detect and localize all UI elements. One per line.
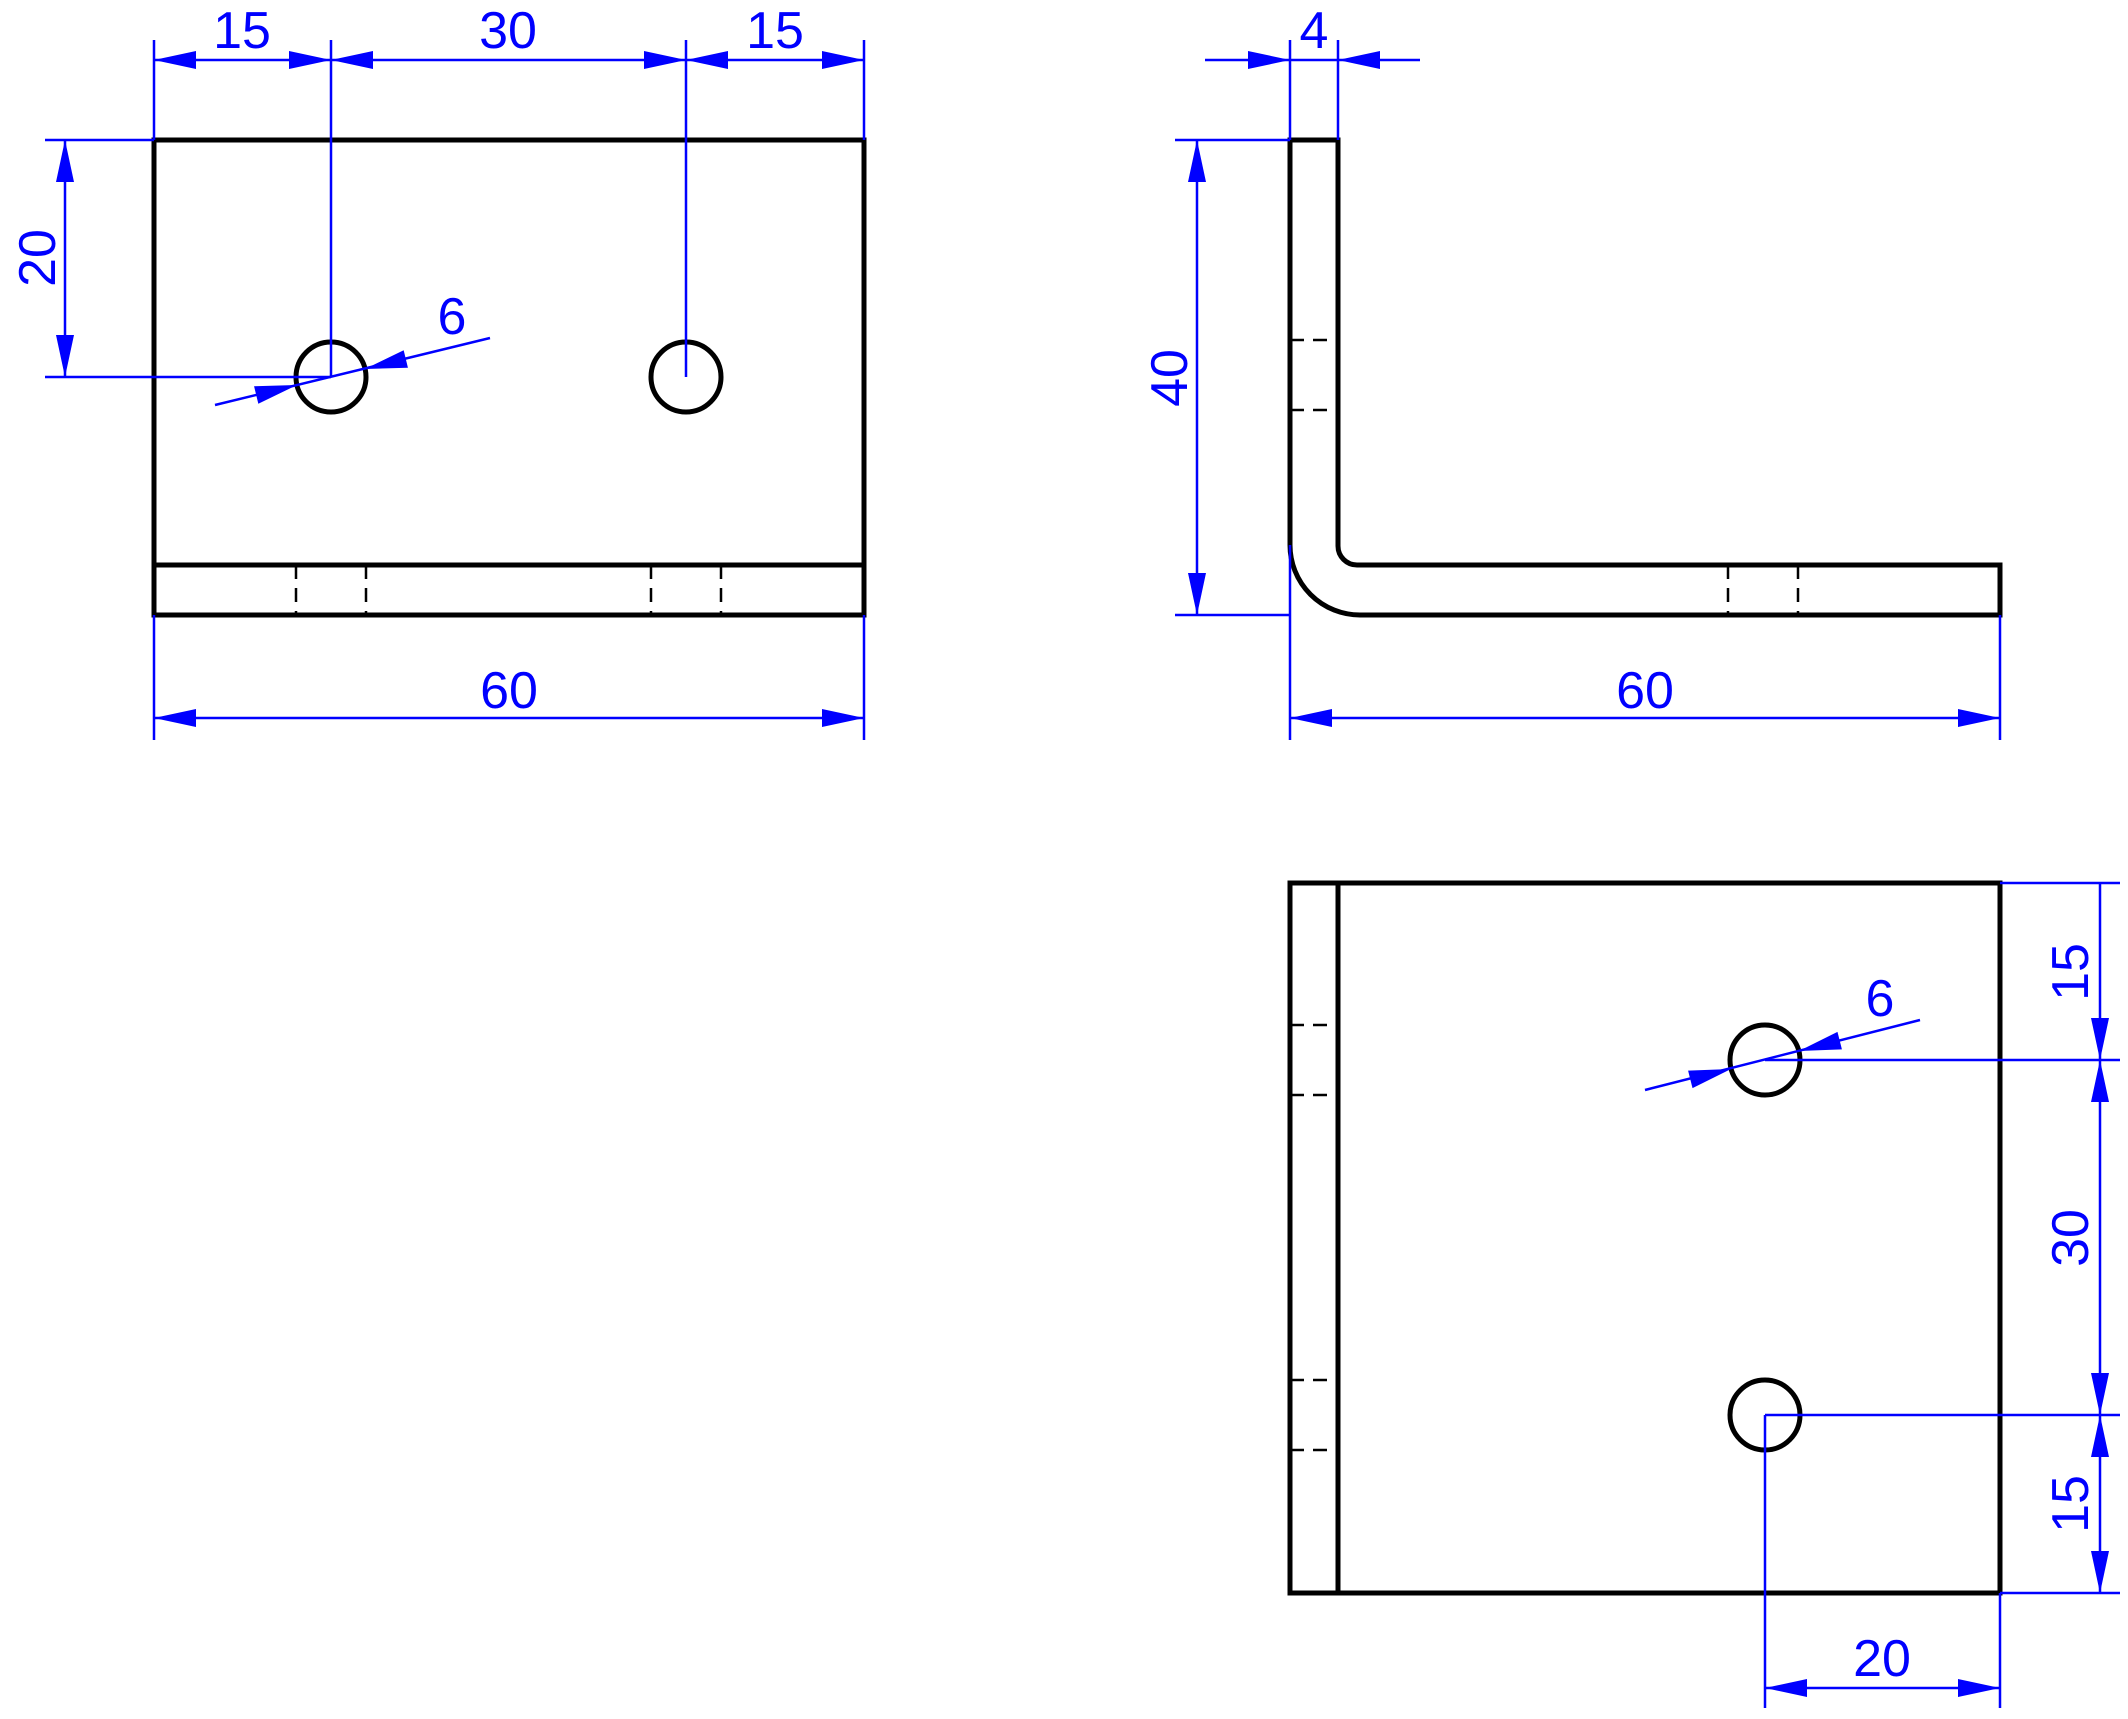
front-dim-hole-height: 20	[9, 138, 331, 379]
front-dim-hole-spacing: 30	[479, 2, 537, 60]
top-dim-right-chain: 15 30 15	[1765, 881, 2120, 1595]
top-dim-hole-spacing: 30	[2042, 1209, 2100, 1267]
front-view-hidden-lines	[294, 565, 723, 615]
front-dim-top-chain: 15 30 15	[152, 2, 866, 377]
side-view-profile	[1287, 137, 2003, 618]
side-dim-height-text: 40	[1141, 349, 1199, 407]
top-dim-hole-diameter: 6	[1644, 970, 1921, 1092]
front-dim-width: 60	[152, 615, 866, 740]
top-dim-top-offset: 15	[2042, 943, 2100, 1001]
top-dim-hole-inset: 20	[1763, 1415, 2002, 1708]
front-dim-width-text: 60	[480, 662, 538, 720]
side-dim-thickness-text: 4	[1300, 2, 1329, 60]
front-dim-left-offset: 15	[213, 2, 271, 60]
top-dim-hole-diameter-text: 6	[1866, 970, 1895, 1028]
top-view-hidden-lines	[1290, 1023, 1338, 1452]
side-dim-length-text: 60	[1616, 662, 1674, 720]
top-view: 15 30 15 6 20	[1287, 880, 2120, 1708]
front-dim-right-offset: 15	[746, 2, 804, 60]
top-dim-bottom-offset: 15	[2042, 1475, 2100, 1533]
front-dim-hole-diameter-text: 6	[438, 288, 467, 346]
side-dim-length: 60	[1288, 545, 2002, 740]
side-view: 4 40 60	[1141, 2, 2003, 740]
front-dim-hole-diameter: 6	[214, 288, 491, 407]
front-view: 15 30 15 20 6 60	[9, 2, 867, 740]
side-dim-height: 40	[1141, 138, 1290, 617]
side-view-hidden-lines	[1290, 338, 1800, 615]
top-view-outline	[1287, 880, 2003, 1596]
side-dim-thickness: 4	[1205, 2, 1420, 140]
top-dim-hole-inset-text: 20	[1853, 1630, 1911, 1688]
front-dim-hole-height-text: 20	[9, 229, 67, 287]
